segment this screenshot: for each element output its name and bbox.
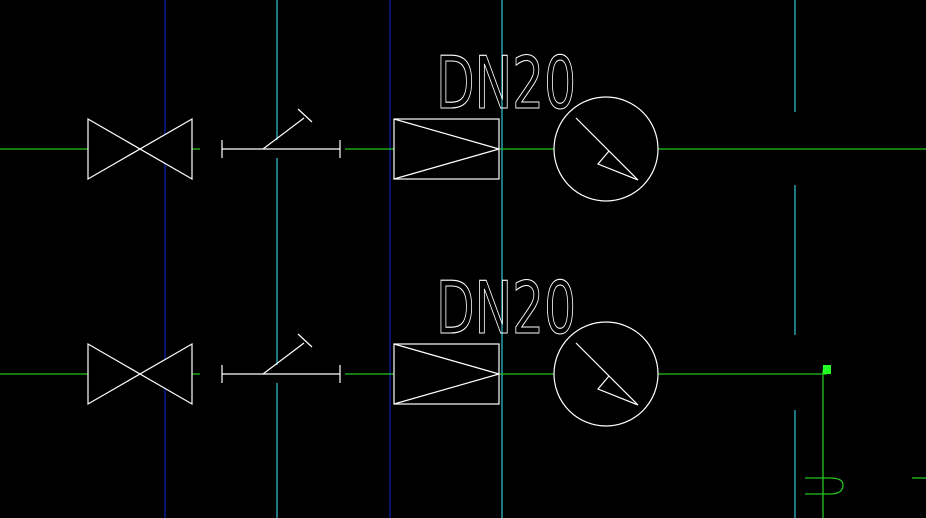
gate-valve-symbol[interactable] [87, 342, 193, 406]
pipe-size-label: DN20 [436, 266, 576, 350]
selection-grip[interactable] [823, 365, 831, 374]
gate-valve-symbol[interactable] [87, 117, 193, 181]
drop-pipe[interactable] [805, 365, 926, 518]
pipe-size-label: DN20 [436, 41, 576, 125]
pipe-row-1[interactable]: DN20 [0, 40, 926, 202]
grid-lines [164, 0, 796, 518]
flow-meter-symbol[interactable] [553, 321, 659, 427]
reducer-symbol[interactable] [393, 118, 500, 180]
flow-meter-symbol[interactable] [553, 96, 659, 202]
trap-symbol [805, 477, 844, 495]
check-valve-symbol[interactable] [200, 333, 345, 383]
reducer-symbol[interactable] [393, 343, 500, 405]
check-valve-symbol[interactable] [200, 108, 345, 158]
pipe-row-2[interactable]: DN20 [0, 265, 827, 427]
